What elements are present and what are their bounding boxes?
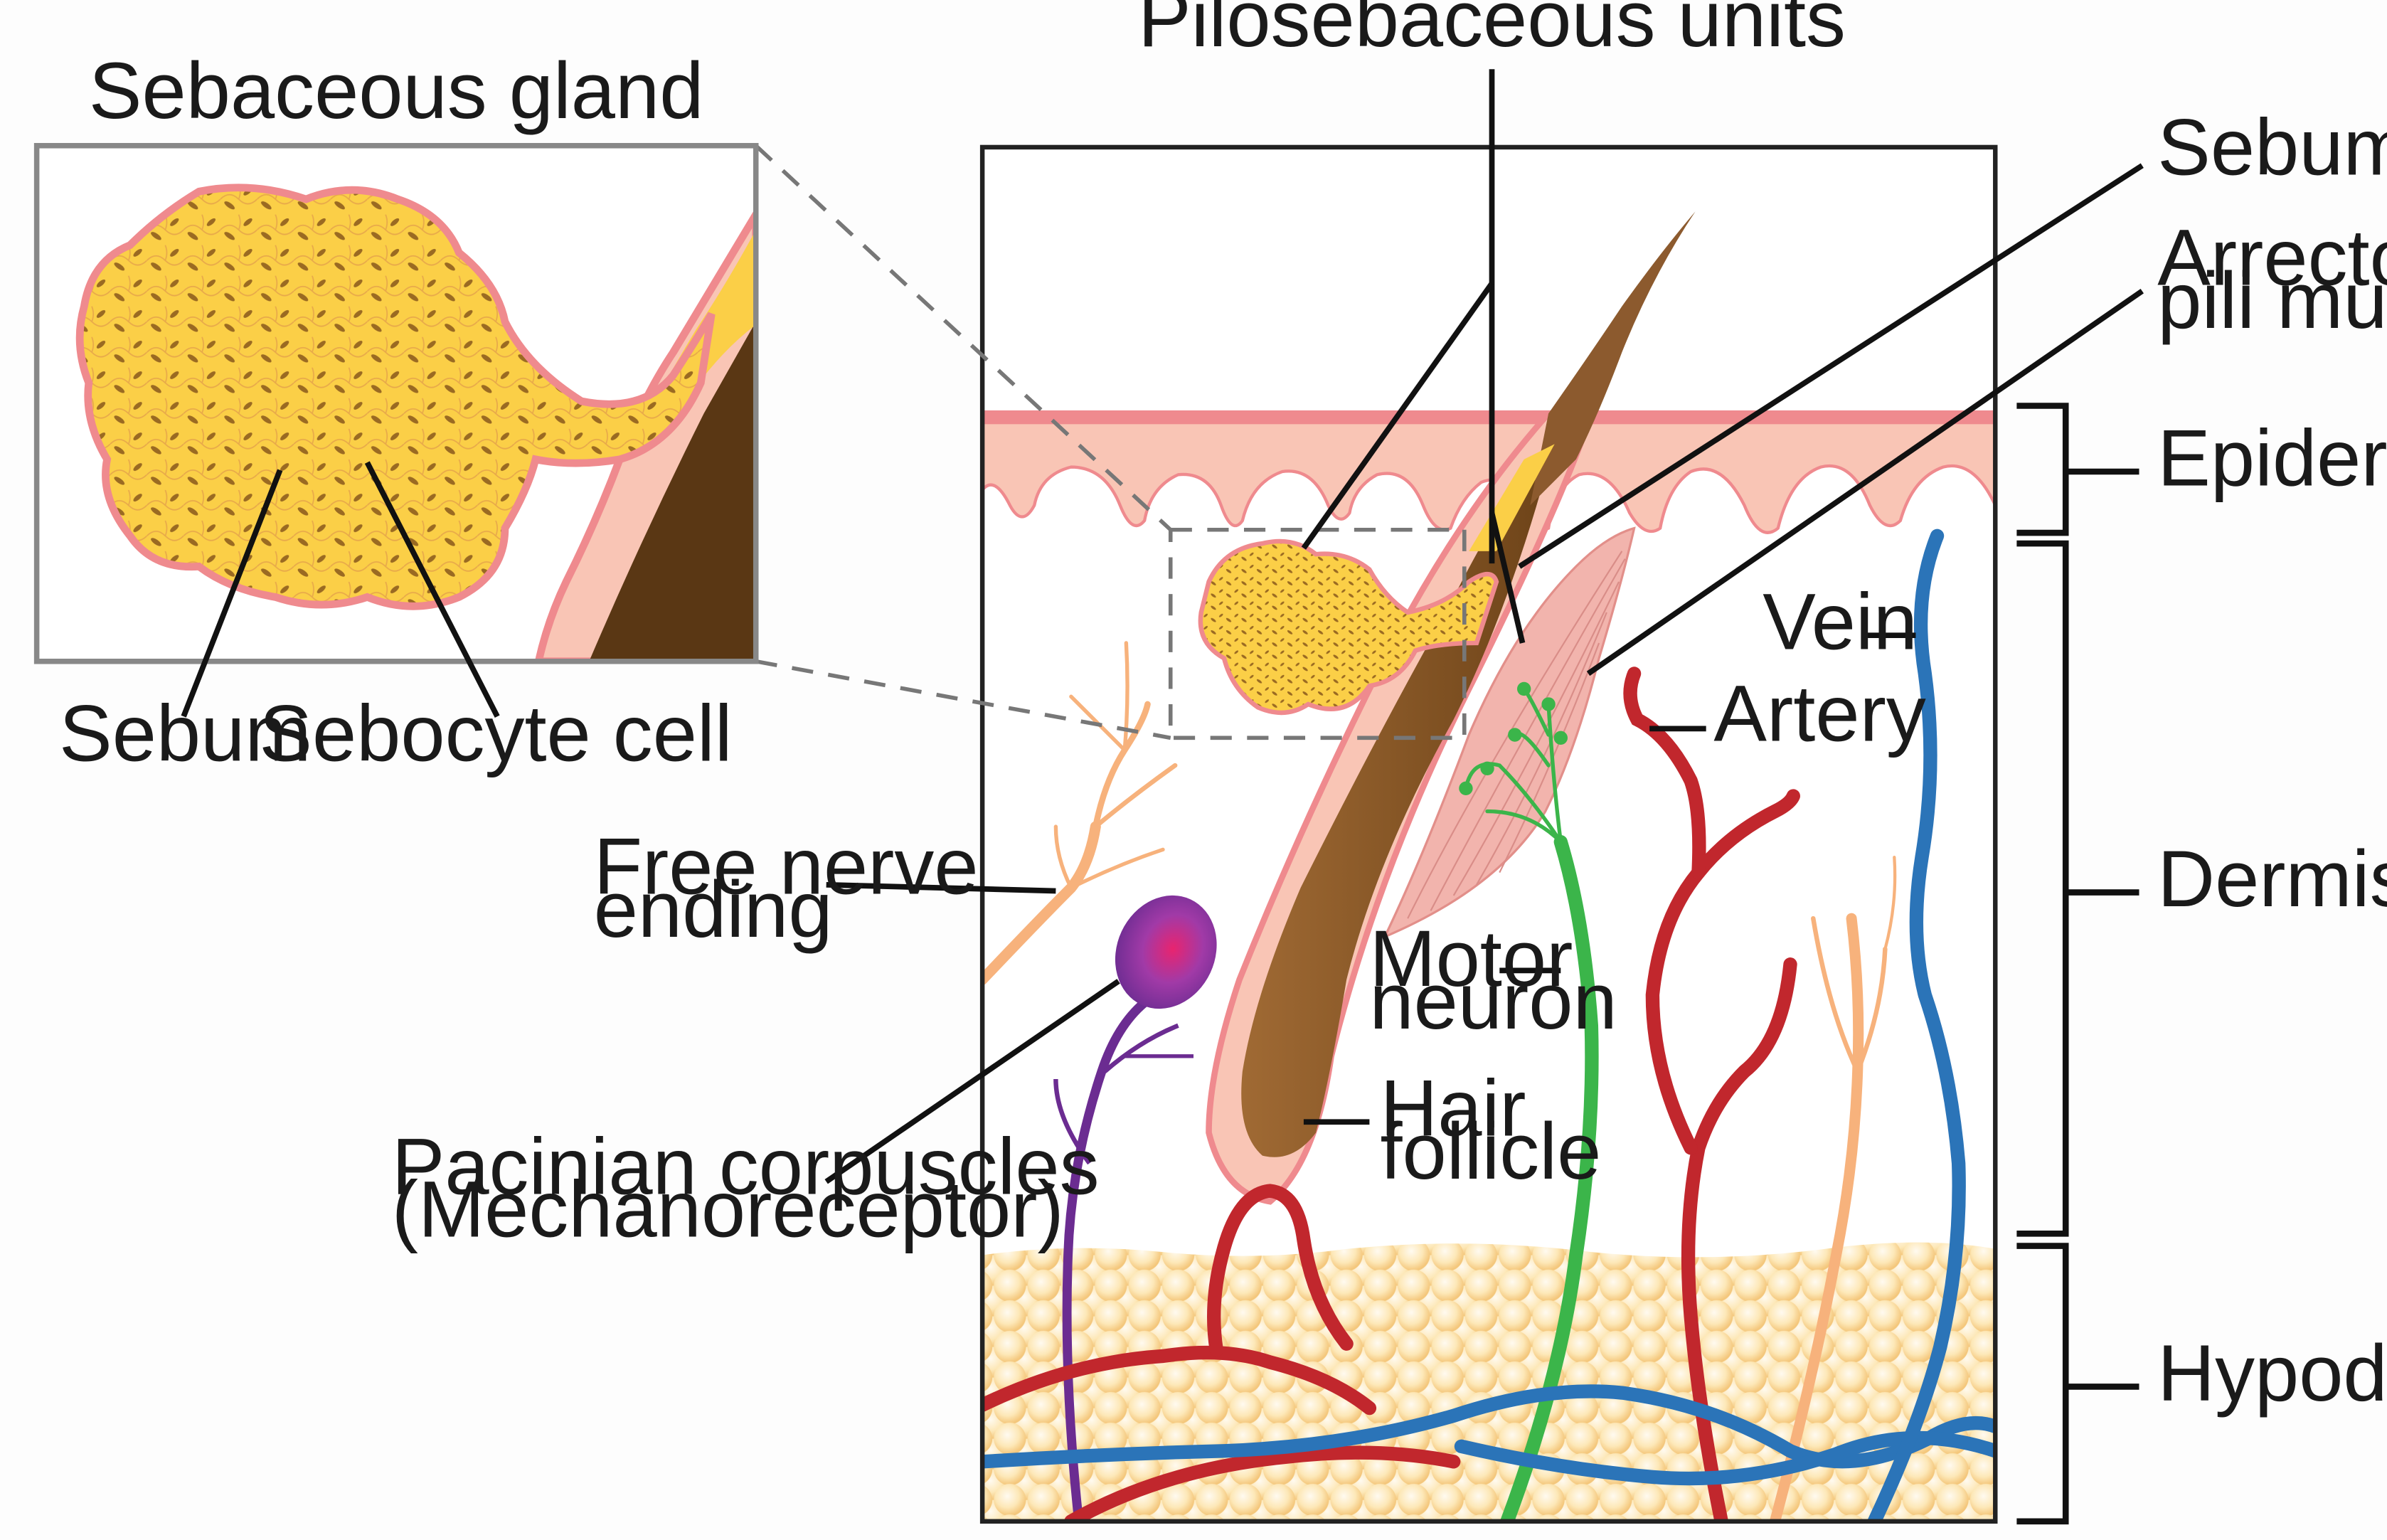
dermis-bracket [2016, 540, 2139, 1237]
hypodermis-fat-tissue [982, 1242, 1996, 1522]
label-vein: Vein [1763, 578, 1918, 667]
label-hair-line1: Hair [1380, 1064, 1526, 1153]
free-nerve-ending [982, 641, 1178, 985]
label-free-nerve-line1: Free nerve [594, 822, 979, 911]
label-dermis: Dermis [2157, 834, 2387, 923]
label-sebocyte-cell: Sebocyte cell [259, 689, 732, 778]
label-motor-line1: Motor [1369, 914, 1573, 1003]
label-arrector-line2: pili muscle [2157, 256, 2387, 345]
motor-end-plates [1459, 681, 1568, 795]
veins [982, 529, 1996, 1522]
label-artery: Artery [1713, 669, 1925, 758]
arteries [982, 667, 1800, 1522]
epidermis-layer [982, 412, 1996, 534]
label-motor-line2: neuron [1369, 957, 1617, 1046]
label-sebum: Sebum [2157, 103, 2387, 192]
skin-box-frame [979, 144, 1998, 1524]
pacinian-corpuscle [1053, 895, 1217, 1522]
layer-brackets [2016, 403, 2139, 1525]
sebaceous-gland-large [75, 184, 716, 610]
sebaceous-gland-small [1198, 538, 1499, 716]
label-free-nerve-line2: ending [594, 865, 833, 954]
label-epidermis: Epidermis [2157, 413, 2387, 502]
label-hypodermis: Hypodermis [2157, 1329, 2387, 1418]
sebaceous-gland-inset [33, 143, 759, 664]
label-pacinian-line1: Pacinian corpuscles [392, 1122, 1100, 1211]
epidermis-bracket [2016, 403, 2139, 536]
sensory-nerve-right [1769, 855, 1897, 1522]
leader-lines [181, 69, 2144, 1184]
skin-cross-section [982, 147, 1996, 1522]
label-sebaceous-gland: Sebaceous gland [89, 46, 704, 135]
label-arrector-line1: Arrector [2157, 213, 2387, 302]
label-pilosebaceous-units: Pilosebaceous units [1138, 0, 1846, 63]
label-sebum-inset: Sebum [59, 689, 311, 778]
label-hair-line2: follicle [1380, 1107, 1601, 1196]
hypodermis-bracket [2016, 1243, 2139, 1525]
label-pacinian-line2: (Mechanoreceptor) [392, 1165, 1064, 1254]
